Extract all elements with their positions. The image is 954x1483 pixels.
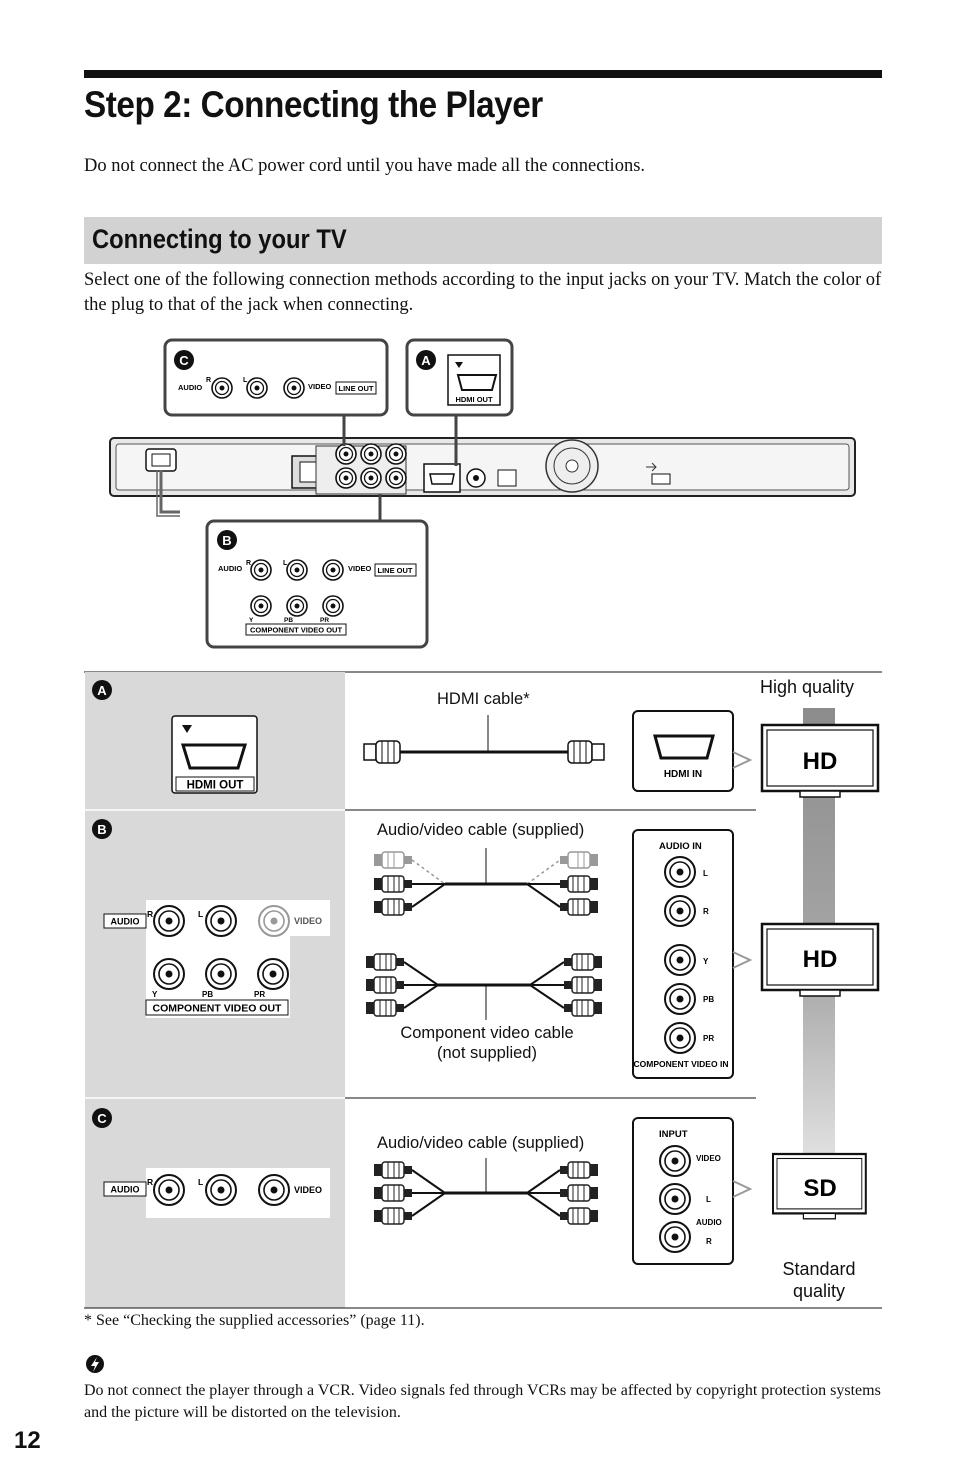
tv-c-l-label: L bbox=[706, 1195, 711, 1204]
row-c-l-label: L bbox=[198, 1177, 203, 1187]
tv-b-y-label: Y bbox=[703, 957, 709, 966]
tv-c-video-label: VIDEO bbox=[696, 1154, 721, 1163]
callout-c-letter: C bbox=[179, 353, 189, 368]
tv-hd-high-label: HD bbox=[803, 748, 838, 775]
row-a: A HDMI OUT HDMI IN bbox=[92, 680, 753, 794]
row-b: B AUDIO R L VIDEO Y PB PR COMPONENT VIDE… bbox=[92, 819, 753, 1079]
row-a-hdmi-out: HDMI OUT bbox=[187, 780, 244, 792]
row-c-r-label: R bbox=[147, 1177, 153, 1187]
row-b-l-label: L bbox=[198, 909, 203, 919]
hdmi-cable-label: HDMI cable* bbox=[437, 690, 530, 708]
callout-b-audio-label: AUDIO bbox=[218, 564, 242, 573]
tv-input-label: INPUT bbox=[659, 1129, 688, 1140]
component-cable-name: Component video cable bbox=[400, 1024, 574, 1042]
component-cable-label: Component video cable (not supplied) bbox=[392, 1023, 582, 1063]
callout-c-audio-label: AUDIO bbox=[178, 383, 202, 392]
standard-quality-line2: quality bbox=[792, 1281, 846, 1301]
row-b-pb-label: PB bbox=[202, 990, 213, 999]
row-b-video-label: VIDEO bbox=[294, 916, 322, 926]
row-b-pr-label: PR bbox=[254, 990, 265, 999]
tv-hd-component-label: HD bbox=[803, 946, 838, 973]
hdmi-cable-plug-right-icon bbox=[567, 740, 605, 764]
av-cable-label-c: Audio/video cable (supplied) bbox=[377, 1134, 585, 1152]
row-c-audio-label: AUDIO bbox=[111, 1185, 140, 1195]
callout-b-l-label: L bbox=[283, 560, 288, 567]
standard-quality-label: Standard quality bbox=[770, 1258, 868, 1302]
hdmi-cable-plug-left-icon bbox=[363, 740, 401, 764]
tv-b-pr-label: PR bbox=[703, 1034, 714, 1043]
callout-b-component-out: COMPONENT VIDEO OUT bbox=[250, 626, 343, 635]
row-c-video-label: VIDEO bbox=[294, 1185, 322, 1195]
callout-b-letter: B bbox=[222, 533, 231, 548]
footnote: * See “Checking the supplied accessories… bbox=[84, 1312, 425, 1329]
tv-audio-in: AUDIO IN bbox=[659, 841, 702, 852]
component-cable-note: (not supplied) bbox=[437, 1044, 537, 1062]
row-b-audio-label: AUDIO bbox=[111, 917, 140, 927]
callout-b-pr-label: PR bbox=[320, 617, 329, 624]
tv-c-r-label: R bbox=[706, 1237, 712, 1246]
row-b-y-label: Y bbox=[152, 990, 158, 999]
callout-c: C AUDIO R L VIDEO LINE OUT bbox=[163, 338, 389, 446]
section-title: Connecting to your TV bbox=[92, 224, 347, 254]
callout-a: A HDMI OUT bbox=[405, 338, 514, 466]
page-number: 12 bbox=[14, 1427, 41, 1454]
callout-c-video-label: VIDEO bbox=[308, 382, 332, 391]
row-c: C AUDIO R L VIDEO INPUT VIDEO L AUDIO R bbox=[92, 1108, 753, 1265]
tv-b-r-label: R bbox=[703, 907, 709, 916]
callout-b: B AUDIO R L VIDEO LINE OUT Y PB PR COMPO… bbox=[205, 494, 429, 649]
quality-scale: HD HD SD bbox=[760, 708, 880, 1220]
page-title: Step 2: Connecting the Player bbox=[84, 84, 543, 125]
callout-b-pb-label: PB bbox=[284, 617, 293, 624]
high-quality-label: High quality bbox=[760, 677, 855, 697]
player-rear-panel bbox=[109, 437, 856, 517]
row-b-component-out: COMPONENT VIDEO OUT bbox=[153, 1003, 283, 1015]
tv-c-audio-label: AUDIO bbox=[696, 1218, 722, 1227]
top-rule bbox=[84, 70, 882, 78]
callout-c-l-label: L bbox=[243, 377, 248, 384]
row-b-letter: B bbox=[97, 822, 106, 837]
vcr-note: Do not connect the player through a VCR.… bbox=[84, 1382, 881, 1421]
tv-b-l-label: L bbox=[703, 869, 708, 878]
row-c-letter: C bbox=[97, 1111, 107, 1126]
tv-sd-label: SD bbox=[803, 1175, 836, 1202]
intro-text: Do not connect the AC power cord until y… bbox=[84, 156, 646, 176]
section-bar bbox=[84, 217, 882, 264]
callout-b-y-label: Y bbox=[249, 617, 254, 624]
av-cable-label-b: Audio/video cable (supplied) bbox=[377, 821, 585, 839]
callout-b-line-out: LINE OUT bbox=[378, 566, 413, 575]
callout-a-letter: A bbox=[421, 353, 431, 368]
note-icon bbox=[86, 1355, 104, 1373]
callout-c-line-out: LINE OUT bbox=[339, 384, 374, 393]
instruction-paragraph: Select one of the following connection m… bbox=[84, 270, 882, 315]
tv-component-video-in: COMPONENT VIDEO IN bbox=[634, 1059, 729, 1069]
callout-a-hdmi-out: HDMI OUT bbox=[455, 395, 492, 404]
row-b-r-label: R bbox=[147, 909, 153, 919]
row-a-letter: A bbox=[97, 683, 107, 698]
callout-b-r-label: R bbox=[246, 560, 251, 567]
tv-hdmi-in: HDMI IN bbox=[664, 769, 702, 780]
standard-quality-line1: Standard bbox=[782, 1259, 856, 1279]
tv-b-pb-label: PB bbox=[703, 995, 714, 1004]
callout-c-r-label: R bbox=[206, 377, 211, 384]
callout-b-video-label: VIDEO bbox=[348, 564, 372, 573]
